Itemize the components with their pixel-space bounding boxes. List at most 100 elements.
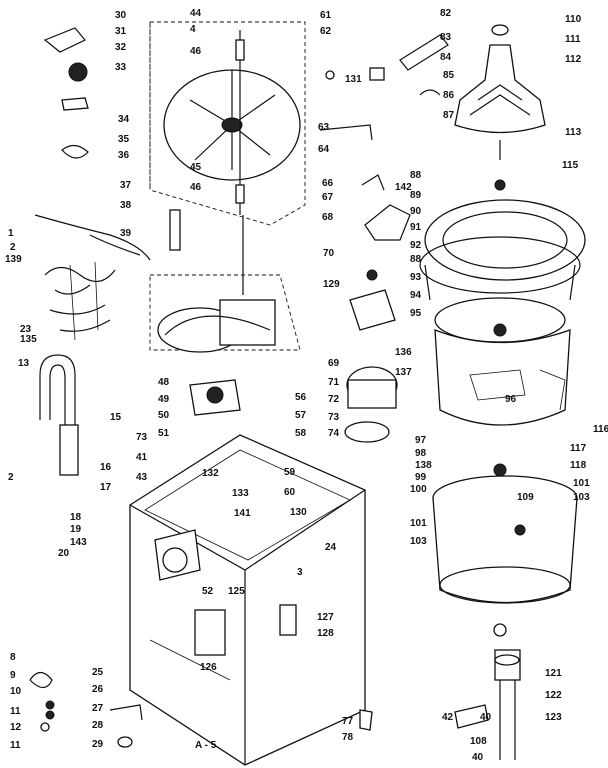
part-number-label: 2 bbox=[10, 242, 16, 253]
part-number-label: 88 bbox=[410, 170, 422, 181]
part-number-label: 125 bbox=[228, 586, 245, 597]
part-number-label: 130 bbox=[290, 507, 307, 518]
part-number-label: 86 bbox=[443, 90, 455, 101]
part-number-label: 16 bbox=[100, 462, 112, 473]
part-number-label: 136 bbox=[395, 347, 412, 358]
part-number-label: 142 bbox=[395, 182, 412, 193]
outer-tub bbox=[432, 463, 578, 637]
part-number-label: 126 bbox=[200, 662, 217, 673]
part-number-label: 82 bbox=[440, 8, 452, 19]
part-number-label: 10 bbox=[10, 686, 22, 697]
part-number-label: 98 bbox=[415, 448, 427, 459]
part-number-label: 99 bbox=[415, 472, 427, 483]
part-number-label: 42 bbox=[442, 712, 454, 723]
part-number-label: 63 bbox=[318, 122, 330, 133]
part-number-label: 27 bbox=[92, 703, 104, 714]
part-number-label: 9 bbox=[10, 670, 16, 681]
part-number-label: 101 bbox=[410, 518, 427, 529]
part-number-label: 58 bbox=[295, 428, 307, 439]
part-number-label: 121 bbox=[545, 668, 562, 679]
part-number-label: 48 bbox=[158, 377, 170, 388]
part-number-label: 129 bbox=[323, 279, 340, 290]
part-number-label: 56 bbox=[295, 392, 307, 403]
part-number-label: 89 bbox=[410, 190, 422, 201]
part-number-label: 46 bbox=[190, 46, 202, 57]
part-number-label: 32 bbox=[115, 42, 127, 53]
part-number-label: 92 bbox=[410, 240, 422, 251]
part-number-label: 94 bbox=[410, 290, 422, 301]
part-number-label: 33 bbox=[115, 62, 127, 73]
part-number-label: 73 bbox=[136, 432, 148, 443]
part-number-label: 90 bbox=[410, 206, 422, 217]
part-number-label: 2 bbox=[8, 472, 14, 483]
part-labels: 3031323334353637383913912231351344446454… bbox=[5, 8, 608, 763]
part-number-label: 3 bbox=[297, 567, 303, 578]
part-number-label: 20 bbox=[58, 548, 70, 559]
part-number-label: 69 bbox=[328, 358, 340, 369]
part-number-label: 57 bbox=[295, 410, 307, 421]
part-number-label: 87 bbox=[443, 110, 455, 121]
part-number-label: 84 bbox=[440, 52, 452, 63]
part-number-label: 43 bbox=[136, 472, 148, 483]
part-number-label: 123 bbox=[545, 712, 562, 723]
part-number-label: 109 bbox=[517, 492, 534, 503]
part-number-label: 34 bbox=[118, 114, 130, 125]
part-number-label: 95 bbox=[410, 308, 422, 319]
part-number-label: 97 bbox=[415, 435, 427, 446]
part-number-label: 67 bbox=[322, 192, 334, 203]
part-number-label: 141 bbox=[234, 508, 251, 519]
part-number-label: 100 bbox=[410, 484, 427, 495]
agitator bbox=[454, 24, 546, 191]
part-number-label: 64 bbox=[318, 144, 330, 155]
part-number-label: 132 bbox=[202, 468, 219, 479]
leveling-legs bbox=[29, 671, 143, 748]
page-code: A - 5 bbox=[195, 740, 217, 751]
part-number-label: 118 bbox=[570, 460, 587, 471]
part-number-label: 35 bbox=[118, 134, 130, 145]
part-number-label: 40 bbox=[480, 712, 492, 723]
part-number-label: 131 bbox=[345, 74, 362, 85]
part-number-label: 78 bbox=[342, 732, 354, 743]
part-number-label: 138 bbox=[415, 460, 432, 471]
part-number-label: 49 bbox=[158, 394, 170, 405]
part-number-label: 46 bbox=[190, 182, 202, 193]
tub-assembly bbox=[419, 199, 586, 426]
part-number-label: 135 bbox=[20, 334, 37, 345]
part-number-label: 112 bbox=[565, 54, 582, 65]
part-number-label: 133 bbox=[232, 488, 249, 499]
part-number-label: 103 bbox=[573, 492, 590, 503]
part-number-label: 37 bbox=[120, 180, 132, 191]
part-number-label: 110 bbox=[565, 14, 582, 25]
part-number-label: 127 bbox=[317, 612, 334, 623]
part-number-label: 26 bbox=[92, 684, 104, 695]
motor-pump bbox=[344, 269, 398, 443]
part-number-label: 101 bbox=[573, 478, 590, 489]
cabinet-base bbox=[129, 434, 366, 766]
part-number-label: 85 bbox=[443, 70, 455, 81]
part-number-label: 143 bbox=[70, 537, 87, 548]
gearcase bbox=[149, 215, 301, 416]
part-number-label: 11 bbox=[10, 740, 21, 751]
part-number-label: 31 bbox=[115, 26, 127, 37]
part-number-label: 71 bbox=[328, 377, 340, 388]
part-number-label: 36 bbox=[118, 150, 130, 161]
part-number-label: 60 bbox=[284, 487, 296, 498]
part-number-label: 18 bbox=[70, 512, 82, 523]
part-number-label: 108 bbox=[470, 736, 487, 747]
part-number-label: 139 bbox=[5, 254, 22, 265]
left-small-parts bbox=[34, 27, 181, 261]
part-number-label: 44 bbox=[190, 8, 202, 19]
part-number-label: 73 bbox=[328, 412, 340, 423]
part-number-label: 8 bbox=[10, 652, 16, 663]
part-number-label: 11 bbox=[10, 706, 21, 717]
upper-right-small-parts bbox=[319, 34, 449, 241]
part-number-label: 116 bbox=[593, 424, 608, 435]
part-number-label: 12 bbox=[10, 722, 22, 733]
part-number-label: 115 bbox=[562, 160, 579, 171]
part-number-label: 74 bbox=[328, 428, 340, 439]
part-number-label: 52 bbox=[202, 586, 214, 597]
part-number-label: 103 bbox=[410, 536, 427, 547]
part-number-label: 15 bbox=[110, 412, 122, 423]
part-number-label: 41 bbox=[136, 452, 148, 463]
part-number-label: 117 bbox=[570, 443, 587, 454]
